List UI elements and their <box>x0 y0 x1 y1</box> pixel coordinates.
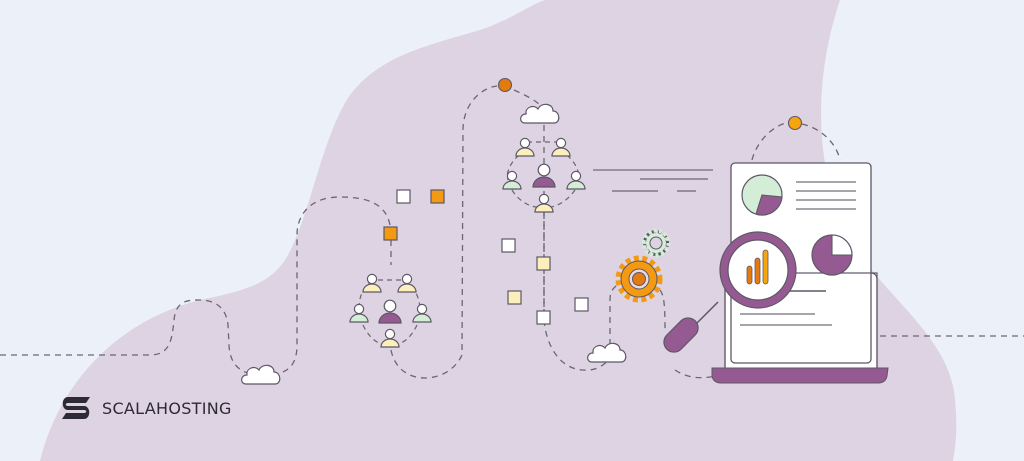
people-network-icon <box>502 137 586 213</box>
scalahosting-s-logo-icon <box>62 397 90 419</box>
laptop-base <box>711 367 889 384</box>
square-tiles <box>383 189 589 325</box>
people-network-icon <box>349 273 432 348</box>
dashed-path <box>0 85 1024 379</box>
node-dot <box>787 115 803 131</box>
speed-lines <box>612 178 708 192</box>
brand-logo[interactable]: SCALAHOSTING <box>58 394 232 422</box>
gear-icon <box>615 255 663 303</box>
node-dot <box>497 77 513 93</box>
magnifier-bar-chart-icon <box>663 231 797 353</box>
gear-icon <box>641 228 671 258</box>
pie-chart-icon <box>811 234 853 276</box>
pie-chart-icon <box>741 174 783 216</box>
brand-name: SCALAHOSTING <box>102 398 232 418</box>
